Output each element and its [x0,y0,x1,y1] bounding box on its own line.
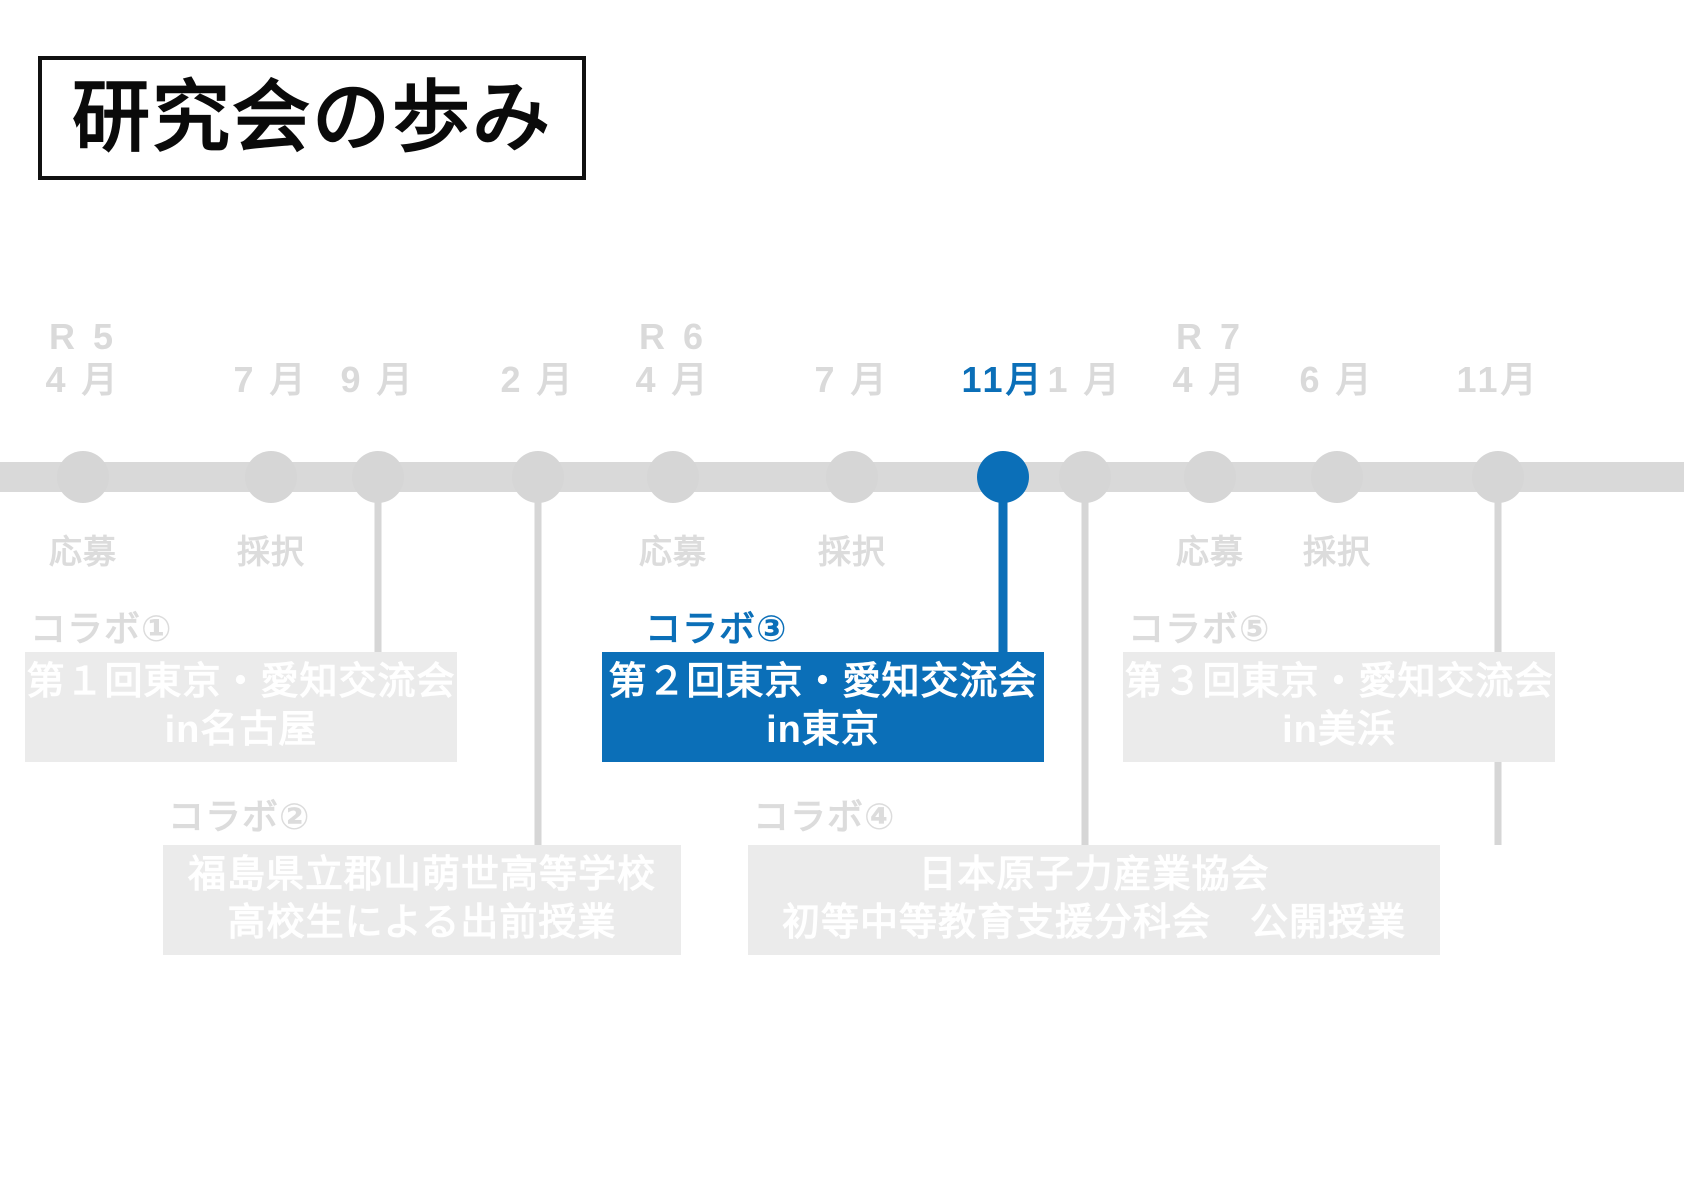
timeline-month-label: 4 月 [1172,359,1248,400]
event-box-active[interactable]: 第２回東京・愛知交流会 in東京 [602,652,1044,762]
event-box-line: 第２回東京・愛知交流会 [608,661,1038,704]
timeline-node[interactable] [1472,451,1524,503]
stage-label: 採択 [1303,533,1371,570]
timeline-node[interactable] [1184,451,1236,503]
collab-label: コラボ④ [753,796,896,837]
page-title: 研究会の歩み [71,73,552,163]
timeline-node[interactable] [245,451,297,503]
event-box-line: in美浜 [1282,709,1396,751]
timeline-month-label: 4 月 [635,359,711,400]
event-box-line: in名古屋 [164,709,318,751]
timeline-month-label: 7 月 [814,359,890,400]
event-connector-stem [1081,462,1089,845]
event-box[interactable]: 日本原子力産業協会初等中等教育支援分科会 公開授業 [748,845,1440,955]
stage-label: 応募 [49,533,117,570]
timeline-month-label: 9 月 [340,359,416,400]
event-connector-stem [374,462,382,652]
collab-label: コラボ③ [645,608,788,649]
timeline-era-label: R 7 [1175,316,1245,357]
event-connector-stem [534,462,542,845]
event-box[interactable]: 第３回東京・愛知交流会 in美浜 [1123,652,1555,762]
timeline-month-label: 2 月 [500,359,576,400]
timeline-month-label: 6 月 [1299,359,1375,400]
event-box-line: 日本原子力産業協会 [918,854,1270,897]
stage-label: 応募 [1176,533,1244,570]
stage-label: 採択 [818,533,886,570]
stage-label: 採択 [237,533,305,570]
timeline-era-label: R 5 [48,316,118,357]
event-box-line: 福島県立郡山萌世高等学校 [187,854,656,897]
stage-label: 応募 [639,533,707,570]
collab-label: コラボ② [168,796,311,837]
event-box-line: 高校生による出前授業 [227,902,617,944]
timeline-node-active[interactable] [977,451,1029,503]
timeline-node[interactable] [512,451,564,503]
event-connector-stem [998,470,1008,652]
timeline-node[interactable] [1059,451,1111,503]
collab-label: コラボ① [30,608,173,649]
timeline-era-label: R 6 [638,316,708,357]
timeline-node[interactable] [647,451,699,503]
collab-label: コラボ⑤ [1128,608,1271,649]
timeline-month-label: 7 月 [233,359,309,400]
event-box-line: 第１回東京・愛知交流会 [26,661,456,704]
page-title-box: 研究会の歩み [38,56,586,180]
event-box[interactable]: 第１回東京・愛知交流会 in名古屋 [25,652,457,762]
event-box-line: 初等中等教育支援分科会 公開授業 [781,902,1406,944]
timeline-month-label: 1 月 [1047,359,1123,400]
timeline-month-label: 11月 [1456,359,1540,400]
event-box[interactable]: 福島県立郡山萌世高等学校高校生による出前授業 [163,845,681,955]
event-box-line: 第３回東京・愛知交流会 [1124,661,1554,704]
timeline-node[interactable] [1311,451,1363,503]
timeline-month-label: 11月 [961,359,1045,400]
timeline-node[interactable] [352,451,404,503]
timeline-node[interactable] [57,451,109,503]
event-box-line: in東京 [766,709,880,751]
timeline-node[interactable] [826,451,878,503]
timeline-month-label: 4 月 [45,359,121,400]
